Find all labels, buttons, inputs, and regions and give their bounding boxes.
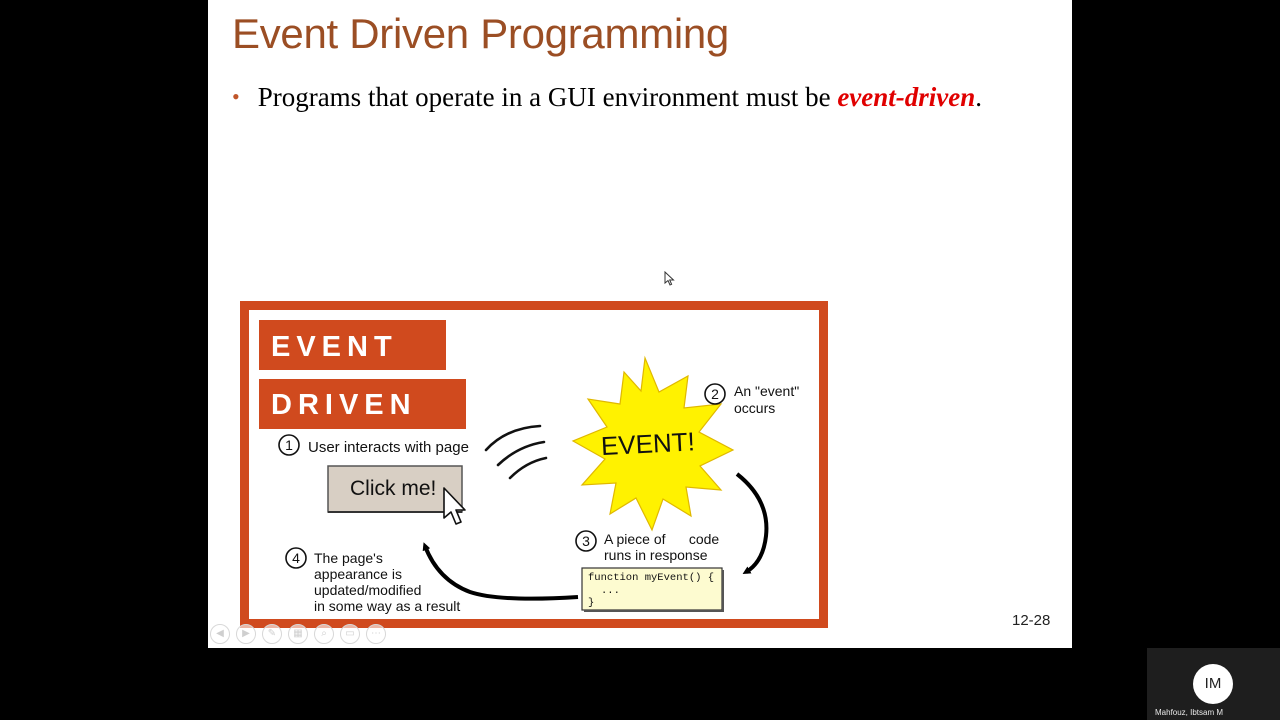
heading-event-text: EVENT: [271, 331, 398, 363]
slide: Event Driven Programming • Programs that …: [208, 0, 1072, 648]
step-3-badge: [575, 530, 597, 552]
step-2-number: 2: [711, 386, 719, 402]
code-line-2: ...: [601, 585, 620, 597]
avatar: IM: [1193, 664, 1233, 704]
slide-title: Event Driven Programming: [232, 10, 729, 57]
bullet-text: Programs that operate in a GUI environme…: [257, 82, 838, 112]
arrow-event-to-code: [735, 472, 769, 575]
participant-video-tile[interactable]: IM Mahfouz, Ibtsam M: [1147, 648, 1280, 720]
event-burst-icon: [571, 355, 735, 532]
step-3-label-line1: A piece of code: [604, 531, 719, 547]
step-1-number: 1: [285, 437, 293, 453]
bullet-point: • Programs that operate in a GUI environm…: [232, 82, 982, 113]
step-4-label-line4: in some way as a result: [314, 598, 460, 614]
heading-driven-text: DRIVEN: [271, 389, 417, 421]
event-driven-figure: EVENT DRIVEN 1 User interacts with page …: [240, 301, 828, 628]
participant-name: Mahfouz, Ibtsam M: [1155, 708, 1224, 717]
step-1-badge: [278, 434, 300, 456]
code-line-1: function myEvent() {: [588, 572, 714, 584]
arrow-code-to-page: [422, 542, 579, 601]
heading-block-event: [259, 320, 446, 370]
screen-icon[interactable]: ▭: [340, 624, 360, 644]
more-options-icon[interactable]: ⋯: [366, 624, 386, 644]
step-4-number: 4: [292, 550, 300, 566]
next-slide-icon[interactable]: ▶: [236, 624, 256, 644]
previous-slide-icon[interactable]: ◀: [210, 624, 230, 644]
zoom-icon[interactable]: ⌕: [314, 624, 334, 644]
step-3-label-line2: runs in response: [604, 547, 708, 563]
step-1-label: User interacts with page: [308, 439, 469, 456]
slideshow-controls: ◀ ▶ ✎ ▦ ⌕ ▭ ⋯: [210, 624, 386, 644]
slide-number: 12-28: [1012, 612, 1051, 629]
slides-grid-icon[interactable]: ▦: [288, 624, 308, 644]
step-2-label-line2: occurs: [734, 400, 775, 416]
step-4-label-line3: updated/modified: [314, 582, 421, 598]
mouse-cursor-icon: [664, 271, 675, 286]
bullet-suffix: .: [975, 82, 983, 112]
pointer-cursor-icon: [443, 487, 466, 525]
step-3-number: 3: [582, 533, 590, 549]
click-me-button: [327, 465, 463, 513]
bullet-marker: •: [232, 84, 240, 109]
code-line-3: }: [588, 597, 594, 609]
step-4-badge: [285, 547, 307, 569]
step-2-badge: [704, 383, 726, 405]
step-2-label-line1: An "event": [734, 383, 799, 399]
heading-block-driven: [259, 379, 466, 429]
pen-icon[interactable]: ✎: [262, 624, 282, 644]
motion-lines-icon: [484, 424, 548, 480]
click-me-label: Click me!: [350, 477, 436, 500]
burst-label: EVENT!: [600, 426, 695, 461]
step-4-label-line2: appearance is: [314, 566, 402, 582]
bullet-emphasis: event-driven: [837, 82, 976, 112]
step-4-label-line1: The page's: [314, 550, 383, 566]
